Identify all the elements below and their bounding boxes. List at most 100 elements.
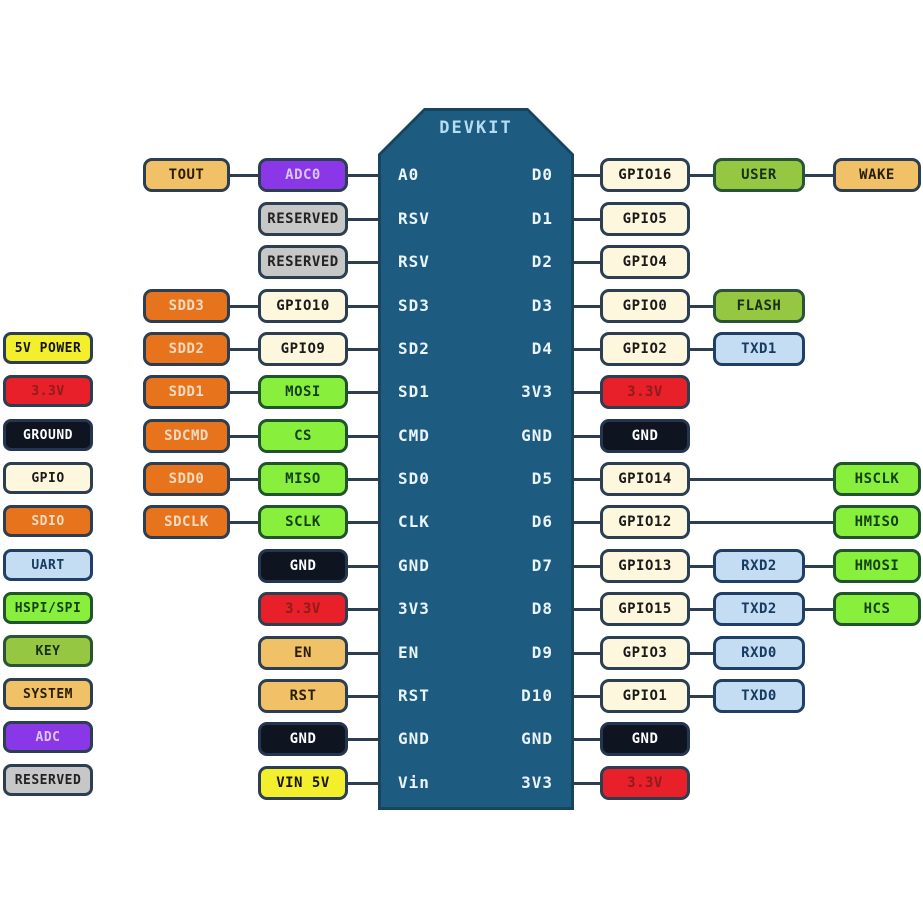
chip-pin-left-gnd-9: GND: [398, 556, 430, 575]
chip-pin-left-rst-12: RST: [398, 686, 430, 705]
box-en: EN: [258, 636, 348, 670]
wire-chip-ri: [571, 782, 602, 785]
wire-li-chip: [346, 348, 381, 351]
wire-ri-ro: [688, 478, 835, 481]
wire-ri-rm: [688, 608, 715, 611]
wire-li-chip: [346, 521, 381, 524]
chip-pin-left-sd0-7: SD0: [398, 469, 430, 488]
box-sdd1: SDD1: [143, 375, 230, 409]
wire-ri-rm: [688, 305, 715, 308]
wire-li-chip: [346, 391, 381, 394]
chip-pin-left-rsv-1: RSV: [398, 209, 430, 228]
wire-li-chip: [346, 174, 381, 177]
wire-li-chip: [346, 652, 381, 655]
wire-ri-rm: [688, 695, 715, 698]
wire-chip-ri: [571, 478, 602, 481]
box-sdd0: SDD0: [143, 462, 230, 496]
box-ground: GROUND: [3, 419, 93, 451]
wire-chip-ri: [571, 521, 602, 524]
wire-ri-rm: [688, 565, 715, 568]
devkit-chip-body: [381, 111, 571, 807]
box-uart: UART: [3, 549, 93, 581]
wire-chip-ri: [571, 695, 602, 698]
wire-lo-li: [230, 305, 260, 308]
chip-pin-left-gnd-13: GND: [398, 729, 430, 748]
box-vin-5v: VIN 5V: [258, 766, 348, 800]
box-gpio9: GPIO9: [258, 332, 348, 366]
box-gpio0: GPIO0: [600, 289, 690, 323]
chip-pin-left-sd1-5: SD1: [398, 382, 430, 401]
box-sdd2: SDD2: [143, 332, 230, 366]
box-cs: CS: [258, 419, 348, 453]
box-3-3v: 3.3V: [600, 766, 690, 800]
wire-li-chip: [346, 782, 381, 785]
box-sdcmd: SDCMD: [143, 419, 230, 453]
wire-li-chip: [346, 435, 381, 438]
wire-rm-ro: [803, 608, 835, 611]
box-gpio4: GPIO4: [600, 245, 690, 279]
wire-rm-ro: [803, 174, 835, 177]
box-gpio14: GPIO14: [600, 462, 690, 496]
chip-pin-right-d10-12: D10: [521, 686, 553, 705]
wire-chip-ri: [571, 174, 602, 177]
box-adc: ADC: [3, 721, 93, 753]
box-txd1: TXD1: [713, 332, 805, 366]
wire-rm-ro: [803, 565, 835, 568]
chip-pin-left-3v3-10: 3V3: [398, 599, 430, 618]
box-gpio16: GPIO16: [600, 158, 690, 192]
wire-chip-ri: [571, 218, 602, 221]
wire-ri-rm: [688, 348, 715, 351]
chip-pin-right-d7-9: D7: [531, 556, 553, 575]
wire-chip-ri: [571, 261, 602, 264]
box-txd0: TXD0: [713, 679, 805, 713]
wire-lo-li: [230, 174, 260, 177]
wire-chip-ri: [571, 391, 602, 394]
box-rxd2: RXD2: [713, 549, 805, 583]
chip-pin-right-d9-11: D9: [531, 643, 553, 662]
chip-pin-right-gnd-6: GND: [521, 426, 553, 445]
box-flash: FLASH: [713, 289, 805, 323]
wire-lo-li: [230, 435, 260, 438]
chip-pin-right-d8-10: D8: [531, 599, 553, 618]
box-hcs: HCS: [833, 592, 921, 626]
box-gpio2: GPIO2: [600, 332, 690, 366]
box-sclk: SCLK: [258, 505, 348, 539]
wire-li-chip: [346, 695, 381, 698]
box-wake: WAKE: [833, 158, 921, 192]
box-reserved: RESERVED: [258, 245, 348, 279]
wire-chip-ri: [571, 348, 602, 351]
chip-pin-left-cmd-6: CMD: [398, 426, 430, 445]
chip-pin-right-d2-2: D2: [531, 252, 553, 271]
chip-pin-right-3v3-14: 3V3: [521, 773, 553, 792]
wire-li-chip: [346, 305, 381, 308]
wire-chip-ri: [571, 738, 602, 741]
box-sdclk: SDCLK: [143, 505, 230, 539]
wire-chip-ri: [571, 435, 602, 438]
box-hmosi: HMOSI: [833, 549, 921, 583]
box-miso: MISO: [258, 462, 348, 496]
wire-li-chip: [346, 738, 381, 741]
box-3-3v: 3.3V: [600, 375, 690, 409]
wire-ri-rm: [688, 652, 715, 655]
box-reserved: RESERVED: [3, 764, 93, 796]
box-hmiso: HMISO: [833, 505, 921, 539]
box-gnd: GND: [258, 549, 348, 583]
box-rxd0: RXD0: [713, 636, 805, 670]
wire-li-chip: [346, 261, 381, 264]
chip-pin-left-rsv-2: RSV: [398, 252, 430, 271]
chip-pin-right-d5-7: D5: [531, 469, 553, 488]
box-3-3v: 3.3V: [258, 592, 348, 626]
chip-pin-right-3v3-5: 3V3: [521, 382, 553, 401]
devkit-title: DEVKIT: [439, 118, 513, 138]
chip-pin-right-d6-8: D6: [531, 512, 553, 531]
box-gpio1: GPIO1: [600, 679, 690, 713]
box-mosi: MOSI: [258, 375, 348, 409]
box-sdd3: SDD3: [143, 289, 230, 323]
chip-pin-left-en-11: EN: [398, 643, 420, 662]
box-3-3v: 3.3V: [3, 375, 93, 407]
box-gpio13: GPIO13: [600, 549, 690, 583]
box-gpio: GPIO: [3, 462, 93, 494]
box-reserved: RESERVED: [258, 202, 348, 236]
wire-chip-ri: [571, 608, 602, 611]
